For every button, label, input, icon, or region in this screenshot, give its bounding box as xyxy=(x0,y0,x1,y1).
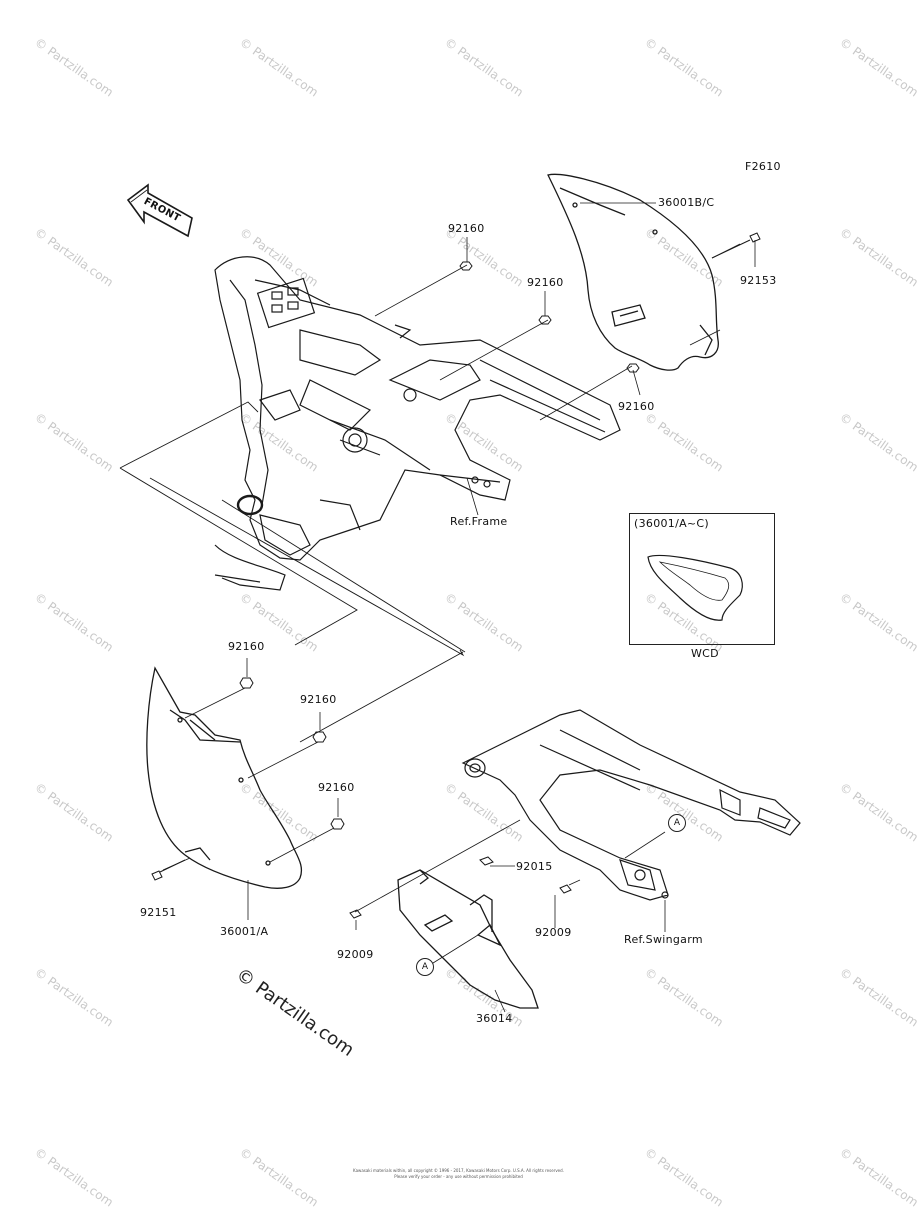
part-label-92160[interactable]: 92160 xyxy=(527,276,564,289)
frame-drawing xyxy=(214,256,621,591)
footer-note: Please verify your order - any use witho… xyxy=(394,1174,523,1179)
ref-frame-label: Ref.Frame xyxy=(450,515,508,528)
part-label-92160[interactable]: 92160 xyxy=(300,693,337,706)
part-label-92153[interactable]: 92153 xyxy=(740,274,777,287)
chain-cover-drawing xyxy=(397,869,539,1009)
leader-lines-upper xyxy=(374,202,756,516)
nut-icons xyxy=(239,261,640,830)
inset-title: (36001/A~C) xyxy=(634,517,710,530)
callout-marker-a: A xyxy=(416,958,434,976)
part-label-36001a[interactable]: 36001/A xyxy=(220,925,269,938)
ref-swingarm-label: Ref.Swingarm xyxy=(624,933,703,946)
part-label-36001bc[interactable]: 36001B/C xyxy=(658,196,715,209)
figure-code: F2610 xyxy=(745,160,781,173)
bolt-icon xyxy=(151,859,186,881)
part-label-36014[interactable]: 36014 xyxy=(476,1012,513,1025)
footer-note: Kawasaki materials within, all copyright… xyxy=(353,1168,564,1173)
leader-lines-lower-left xyxy=(162,658,339,920)
frame-projection-lines xyxy=(119,401,466,743)
swingarm-drawing xyxy=(461,709,801,901)
part-label-92009[interactable]: 92009 xyxy=(337,948,374,961)
part-label-92160[interactable]: 92160 xyxy=(618,400,655,413)
bolt-icon xyxy=(711,232,761,259)
part-label-92009[interactable]: 92009 xyxy=(535,926,572,939)
callout-marker-a: A xyxy=(668,814,686,832)
part-label-92151[interactable]: 92151 xyxy=(140,906,177,919)
part-label-92160[interactable]: 92160 xyxy=(228,640,265,653)
inset-caption: WCD xyxy=(691,647,719,660)
side-cover-a-drawing xyxy=(146,666,303,889)
inset-cover-drawing xyxy=(647,554,743,621)
part-label-92015[interactable]: 92015 xyxy=(516,860,553,873)
inset-box: (36001/A~C) xyxy=(629,513,775,645)
part-label-92160[interactable]: 92160 xyxy=(448,222,485,235)
front-arrow-icon xyxy=(126,183,193,238)
leader-lines-lower-right xyxy=(354,819,666,1013)
part-label-92160[interactable]: 92160 xyxy=(318,781,355,794)
side-cover-b-drawing xyxy=(547,173,719,371)
fastener-icons xyxy=(349,856,572,919)
